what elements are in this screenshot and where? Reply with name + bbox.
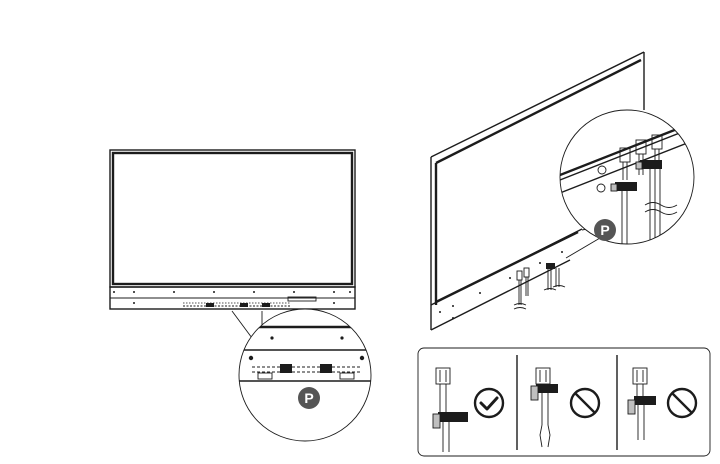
- example-correct: [432, 367, 505, 452]
- display-front-view: [109, 149, 356, 310]
- prohibited-circle-icon: [569, 387, 601, 419]
- p-badge-left: P: [298, 387, 320, 409]
- bezel-screw-dots-right: [439, 251, 563, 319]
- p-badge-right: P: [594, 219, 616, 241]
- p-badge-left-label: P: [304, 390, 313, 406]
- prohibited-circle-icon: [666, 387, 698, 419]
- example-wrong-1: [530, 367, 601, 448]
- bezel-screw-dots: [113, 291, 351, 304]
- port-slot: [287, 296, 317, 302]
- p-badge-right-label: P: [600, 222, 609, 238]
- hanging-cables-right: [513, 263, 566, 310]
- zoom-circle-left: P: [238, 308, 372, 442]
- zoom-circle-right: P: [559, 109, 695, 245]
- connection-examples-panel: [417, 347, 711, 457]
- connector-strip: [183, 302, 290, 307]
- check-circle-icon: [473, 387, 505, 419]
- zoom-cables-right: [610, 134, 678, 244]
- example-wrong-2: [627, 367, 698, 440]
